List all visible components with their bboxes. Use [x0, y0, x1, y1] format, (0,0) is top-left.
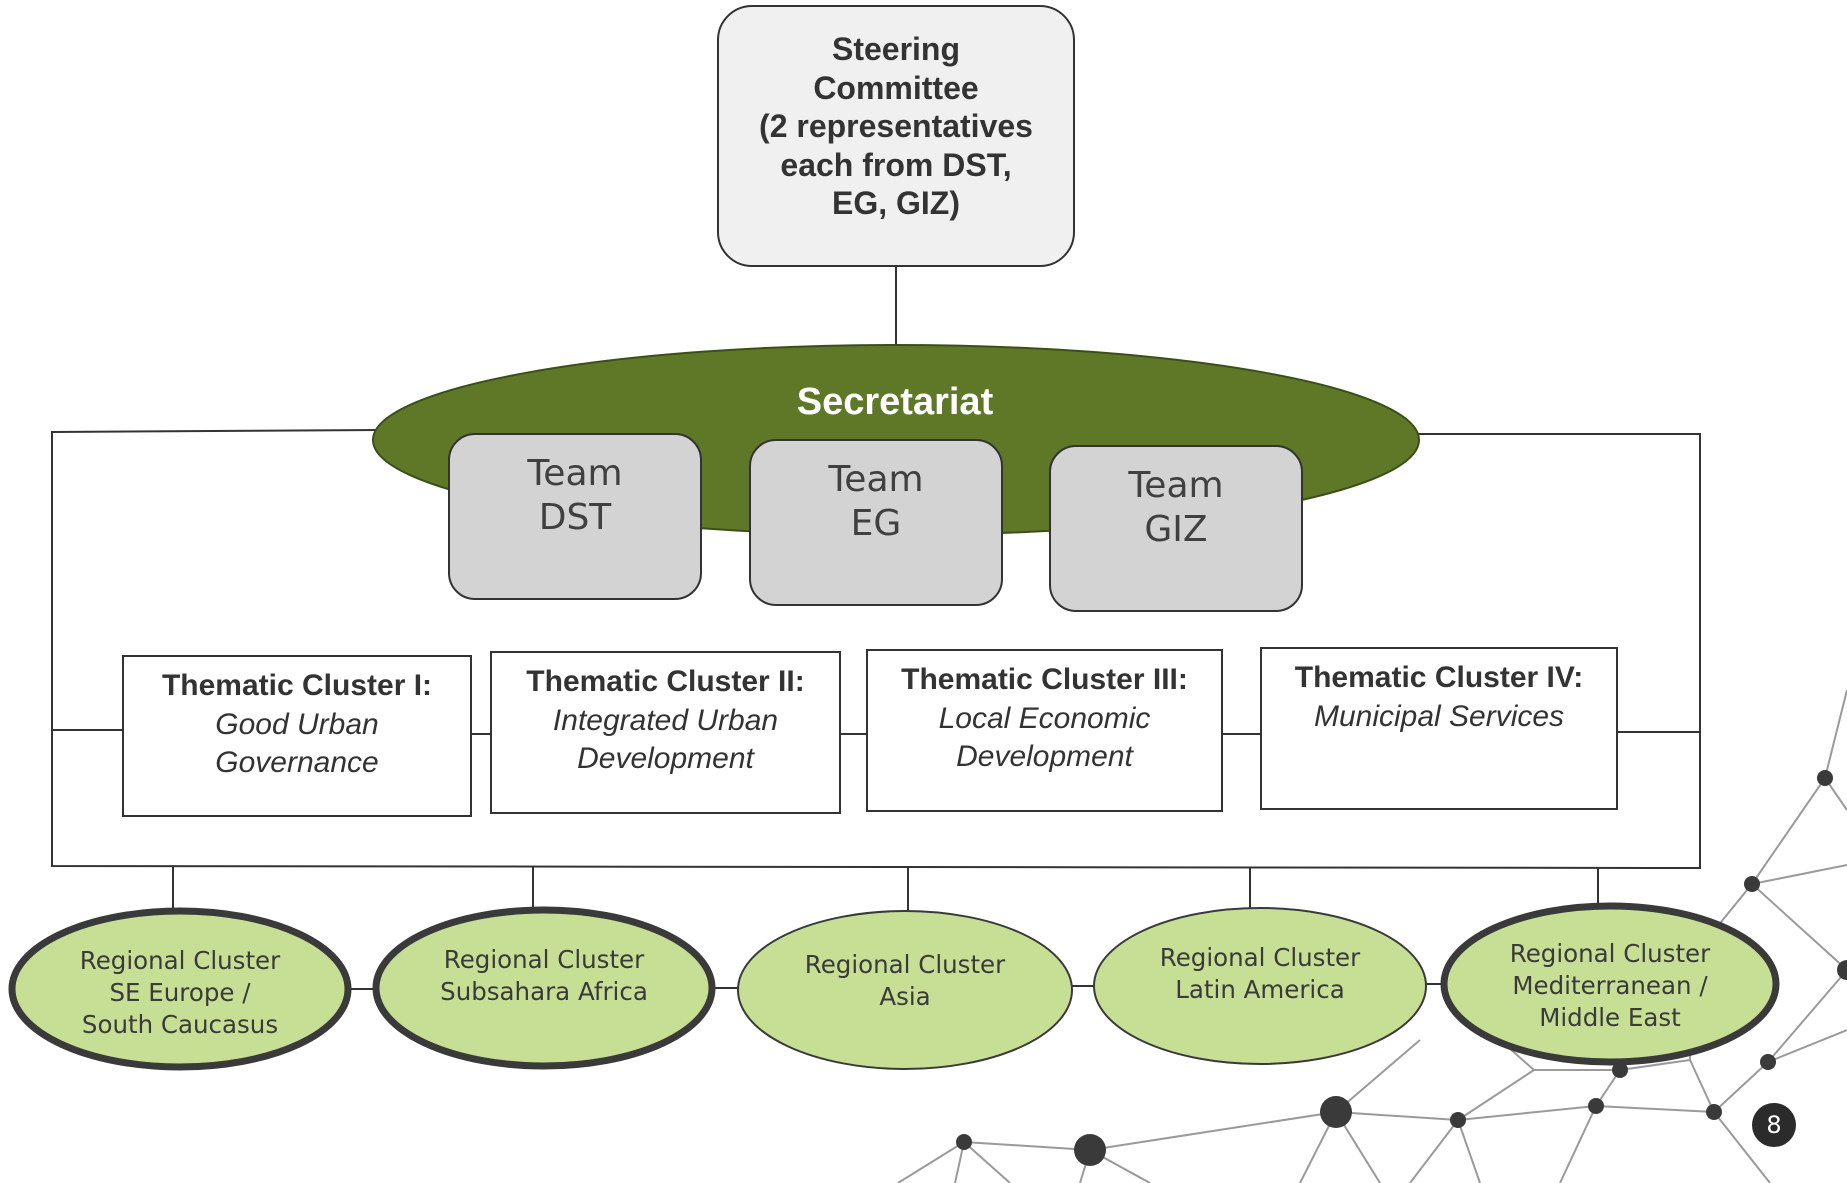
- regional-cluster-4-label: Regional Cluster Latin America: [1120, 942, 1400, 1006]
- thematic-title: Thematic Cluster I:: [161, 669, 433, 702]
- thematic-subtitle: Municipal Services: [1313, 699, 1565, 733]
- team-line: Team: [527, 453, 623, 494]
- steering-committee-label: Steering Committee (2 representatives ea…: [718, 30, 1074, 223]
- regional-cluster-4-ellipse: [1093, 907, 1427, 1065]
- regional-line: Regional Cluster: [1509, 939, 1711, 968]
- regional-line: Latin America: [1175, 975, 1345, 1004]
- regional-cluster-5-label: Regional Cluster Mediterranean / Middle …: [1470, 938, 1750, 1034]
- thematic-cluster-1-label: Thematic Cluster I: Good Urban Governanc…: [123, 667, 471, 783]
- thematic-cluster-3-box: [866, 649, 1223, 812]
- regional-line: South Caucasus: [81, 1010, 279, 1039]
- thematic-title: Thematic Cluster III:: [901, 663, 1188, 696]
- regional-line: Mediterranean /: [1512, 971, 1708, 1000]
- thematic-cluster-3-label: Thematic Cluster III: Local Economic Dev…: [867, 661, 1222, 777]
- team-line: Team: [1128, 465, 1224, 506]
- steering-line: Committee: [813, 69, 979, 106]
- regional-line: Middle East: [1539, 1003, 1681, 1032]
- thematic-title: Thematic Cluster II:: [526, 665, 805, 698]
- thematic-cluster-4-box: [1260, 647, 1618, 810]
- thematic-cluster-4-label: Thematic Cluster IV: Municipal Services: [1261, 659, 1617, 736]
- regional-line: SE Europe /: [109, 978, 251, 1007]
- thematic-subtitle: Governance: [215, 746, 379, 779]
- team-giz-box: [1049, 445, 1303, 612]
- regional-cluster-5-ellipse: [1440, 902, 1780, 1066]
- team-line: GIZ: [1144, 509, 1208, 550]
- steering-line: (2 representatives: [759, 108, 1033, 144]
- team-giz-label: Team GIZ: [1050, 464, 1302, 552]
- regional-cluster-3-label: Regional Cluster Asia: [765, 949, 1045, 1013]
- regional-cluster-1-label: Regional Cluster SE Europe / South Cauca…: [40, 945, 320, 1041]
- regional-line: Regional Cluster: [79, 946, 281, 975]
- steering-line: each from DST,: [780, 146, 1012, 183]
- steering-line: Steering: [831, 31, 961, 67]
- steering-committee-box: [717, 5, 1075, 267]
- thematic-cluster-1-box: [122, 655, 472, 817]
- thematic-cluster-2-label: Thematic Cluster II: Integrated Urban De…: [491, 663, 840, 779]
- thematic-subtitle: Integrated Urban: [552, 703, 779, 737]
- team-eg-box: [749, 439, 1003, 606]
- page-number-badge: [1752, 1103, 1796, 1147]
- regional-cluster-2-ellipse: [372, 906, 716, 1070]
- regional-line: Regional Cluster: [804, 950, 1006, 979]
- team-line: Team: [828, 459, 924, 500]
- team-line: EG: [850, 503, 902, 544]
- regional-cluster-1-ellipse: [8, 907, 352, 1071]
- secretariat-label: Secretariat: [796, 381, 994, 423]
- team-dst-label: Team DST: [449, 452, 701, 540]
- thematic-cluster-2-box: [490, 651, 841, 814]
- thematic-subtitle: Development: [577, 742, 754, 775]
- network-nodes: [956, 770, 1847, 1166]
- team-eg-label: Team EG: [750, 458, 1002, 546]
- thematic-subtitle: Local Economic: [938, 701, 1151, 735]
- team-line: DST: [538, 497, 612, 538]
- page-number: 8: [1766, 1111, 1782, 1139]
- regional-cluster-2-label: Regional Cluster Subsahara Africa: [404, 944, 684, 1008]
- thematic-title: Thematic Cluster IV:: [1294, 661, 1584, 694]
- team-dst-box: [448, 433, 702, 600]
- thematic-subtitle: Development: [956, 740, 1133, 773]
- steering-line: EG, GIZ): [832, 185, 960, 221]
- thematic-subtitle: Good Urban: [215, 707, 379, 741]
- regional-line: Subsahara Africa: [440, 977, 648, 1006]
- regional-line: Asia: [879, 982, 931, 1011]
- regional-cluster-3-ellipse: [737, 910, 1073, 1070]
- regional-line: Regional Cluster: [443, 945, 645, 974]
- regional-line: Regional Cluster: [1159, 943, 1361, 972]
